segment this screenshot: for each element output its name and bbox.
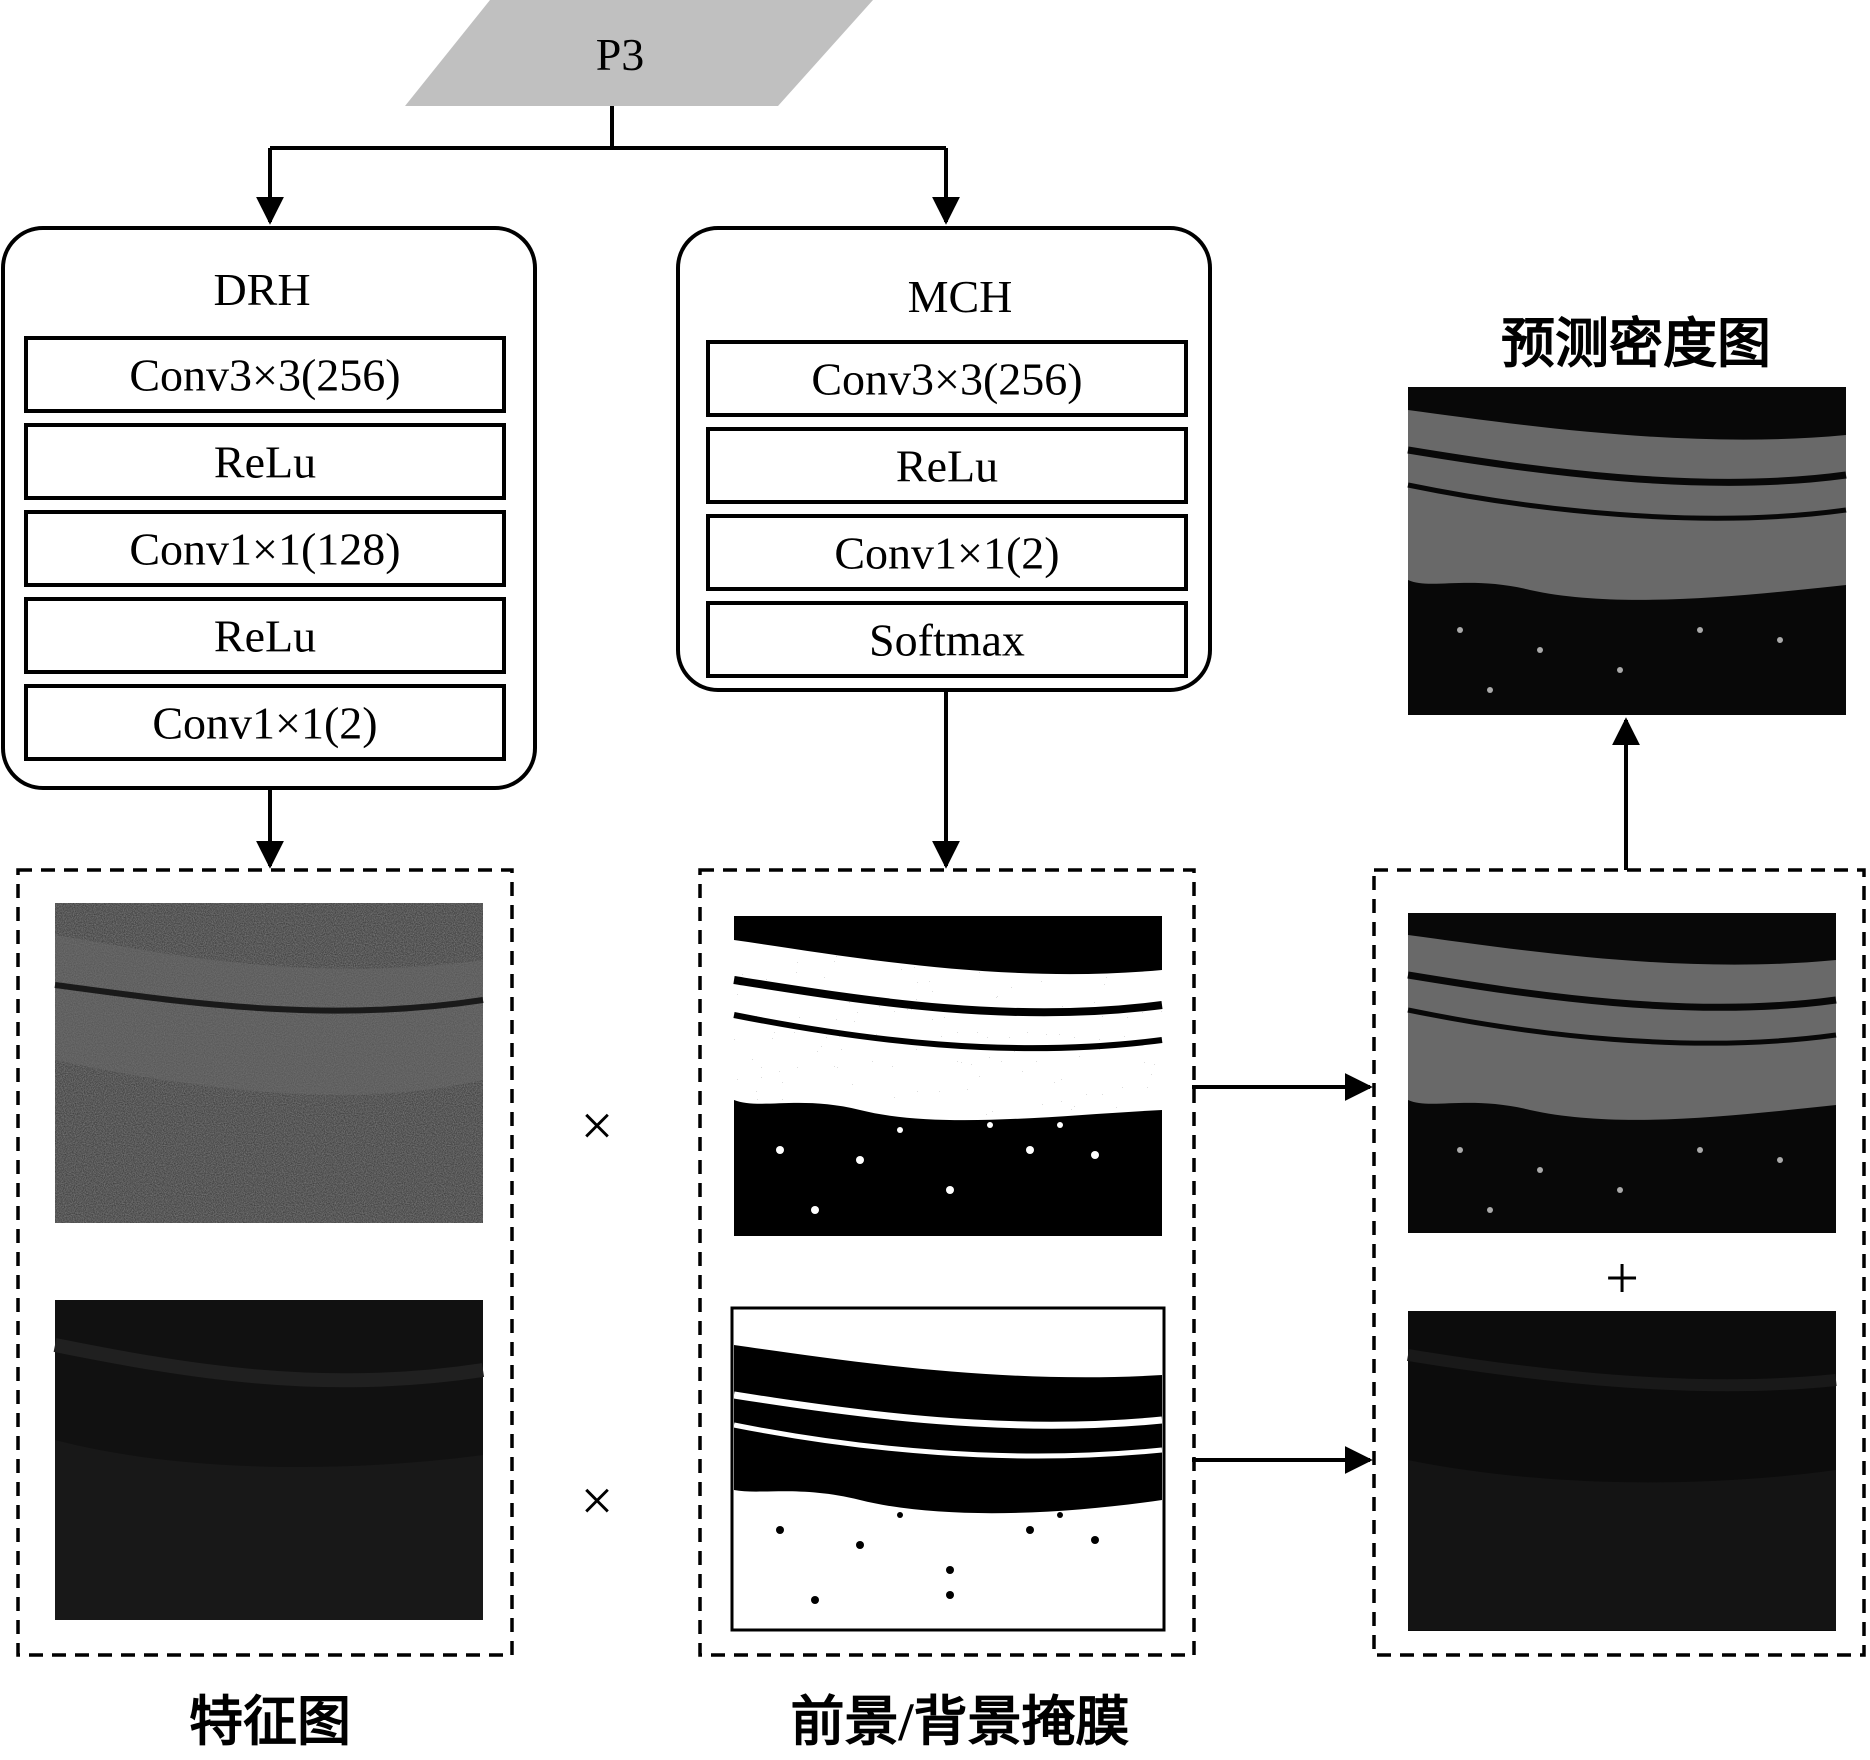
mch-layer-label: ReLu <box>896 441 998 492</box>
mask-caption: 前景/背景掩膜 <box>790 1692 1129 1752</box>
multiply-operator-top: × <box>581 1093 614 1158</box>
feature-map-caption: 特征图 <box>189 1692 351 1752</box>
foreground-product-image <box>1407 913 1837 1233</box>
mask-panel <box>698 868 1196 1657</box>
mch-layer-label: Softmax <box>869 615 1025 666</box>
mch-layer-label: Conv1×1(2) <box>834 528 1059 579</box>
drh-layer-label: Conv1×1(128) <box>129 524 400 575</box>
drh-layer-box <box>24 684 506 761</box>
mch-layer-box <box>706 601 1188 678</box>
drh-layer-label: Conv3×3(256) <box>129 350 400 401</box>
background-mask-image <box>730 1306 1166 1632</box>
input-parallelogram <box>405 0 873 106</box>
feature-map-background-image <box>53 1300 485 1620</box>
drh-layer-box <box>24 336 506 413</box>
product-panel <box>1372 868 1866 1657</box>
drh-layer-box <box>24 510 506 587</box>
feature-map-foreground-image <box>54 903 484 1223</box>
drh-layer-stack: Conv3×3(256)ReLuConv1×1(128)ReLuConv1×1(… <box>24 336 506 761</box>
drh-layer-label: Conv1×1(2) <box>152 698 377 749</box>
input-connector <box>256 106 960 225</box>
foreground-mask-image <box>733 916 1163 1236</box>
feature-map-panel <box>16 868 514 1657</box>
mch-layer-label: Conv3×3(256) <box>811 354 1082 405</box>
drh-block: DRH Conv3×3(256)ReLuConv1×1(128)ReLuConv… <box>1 226 537 790</box>
drh-layer-label: ReLu <box>214 611 316 662</box>
density-map-image <box>1407 387 1847 715</box>
mch-layer-box <box>706 514 1188 591</box>
drh-layer-box <box>24 597 506 674</box>
background-product-image <box>1407 1311 1837 1631</box>
drh-layer-label: ReLu <box>214 437 316 488</box>
drh-title: DRH <box>213 264 310 315</box>
mch-layer-box <box>706 340 1188 417</box>
drh-layer-box <box>24 423 506 500</box>
input-label: P3 <box>596 29 645 80</box>
density-caption: 预测密度图 <box>1501 314 1771 374</box>
input-node: P3 <box>405 0 873 106</box>
mch-layer-box <box>706 427 1188 504</box>
add-operator: + <box>1605 1245 1639 1311</box>
multiply-operator-bottom: × <box>581 1468 614 1533</box>
mch-title: MCH <box>908 271 1013 322</box>
